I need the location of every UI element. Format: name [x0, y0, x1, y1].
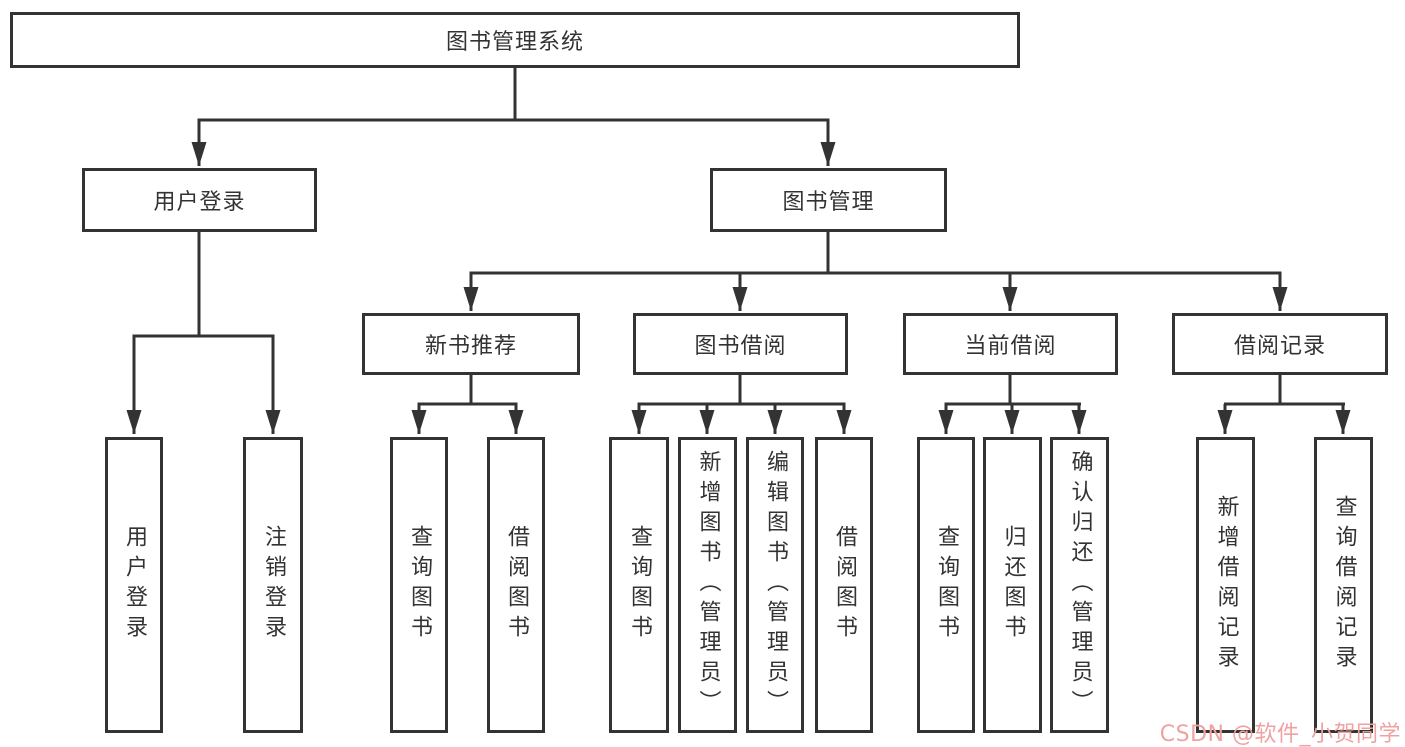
csdn-watermark: CSDN @软件_小贺同学: [1159, 722, 1401, 747]
node-borrow-record-label: 借阅记录: [1233, 334, 1326, 359]
node-borrow-record: 借阅记录: [1172, 313, 1388, 375]
node-bb-add-book-label: 新增图书（管理员）: [695, 450, 721, 720]
node-cb-confirm-return: 确认归还（管理员）: [1050, 437, 1109, 733]
node-current-borrow: 当前借阅: [903, 313, 1118, 375]
node-book-mgmt-label: 图书管理: [782, 190, 875, 215]
node-leaf-user-login-label: 用户登录: [122, 525, 147, 645]
node-bb-edit-book-label: 编辑图书（管理员）: [763, 450, 788, 720]
node-book-borrow: 图书借阅: [633, 313, 848, 375]
node-bb-borrow-book-label: 借阅图书: [832, 525, 857, 645]
node-cb-return-book-label: 归还图书: [1000, 525, 1026, 645]
node-br-query-record-label: 查询借阅记录: [1331, 495, 1357, 675]
node-book-mgmt: 图书管理: [710, 168, 947, 232]
node-new-book-rec-label: 新书推荐: [424, 334, 517, 359]
node-br-add-record-label: 新增借阅记录: [1213, 495, 1239, 675]
node-current-borrow-label: 当前借阅: [964, 334, 1057, 359]
node-bb-borrow-book: 借阅图书: [815, 437, 873, 733]
node-bb-add-book: 新增图书（管理员）: [678, 437, 737, 733]
node-rec-borrow-book-label: 借阅图书: [504, 525, 529, 645]
node-new-book-rec: 新书推荐: [362, 313, 580, 375]
node-leaf-logout: 注销登录: [243, 437, 303, 733]
node-root-label: 图书管理系统: [445, 30, 584, 55]
node-rec-query-book: 查询图书: [390, 437, 448, 733]
node-root: 图书管理系统: [10, 12, 1020, 68]
node-bb-query-book: 查询图书: [609, 437, 669, 733]
node-rec-query-book-label: 查询图书: [407, 525, 432, 645]
node-br-add-record: 新增借阅记录: [1196, 437, 1255, 733]
node-br-query-record: 查询借阅记录: [1314, 437, 1373, 733]
node-user-login-label: 用户登录: [153, 190, 246, 215]
node-bb-query-book-label: 查询图书: [627, 525, 652, 645]
node-book-borrow-label: 图书借阅: [694, 334, 787, 359]
node-cb-query-book: 查询图书: [917, 437, 975, 733]
node-rec-borrow-book: 借阅图书: [487, 437, 545, 733]
node-user-login: 用户登录: [82, 168, 317, 232]
node-cb-query-book-label: 查询图书: [934, 525, 959, 645]
node-cb-return-book: 归还图书: [983, 437, 1042, 733]
node-cb-confirm-return-label: 确认归还（管理员）: [1067, 450, 1093, 720]
node-leaf-logout-label: 注销登录: [261, 525, 286, 645]
node-leaf-user-login: 用户登录: [105, 437, 163, 733]
node-bb-edit-book: 编辑图书（管理员）: [746, 437, 804, 733]
